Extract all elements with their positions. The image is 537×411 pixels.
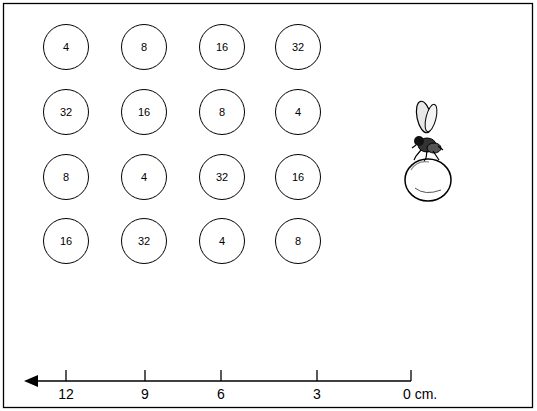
ruler-axis [24, 370, 411, 387]
axis-label: 12 [58, 386, 74, 402]
circle-number: 4 [219, 235, 225, 247]
number-circle: 8 [275, 218, 321, 264]
circle-number: 16 [292, 171, 304, 183]
axis-label: 0 cm. [403, 386, 437, 402]
frame [4, 4, 533, 408]
circle-number: 8 [295, 235, 301, 247]
circle-number: 32 [292, 41, 304, 53]
number-circle: 8 [43, 154, 89, 200]
fly-on-ball [405, 100, 451, 201]
number-circle: 16 [121, 89, 167, 135]
circle-number: 8 [141, 41, 147, 53]
circle-number: 32 [138, 235, 150, 247]
number-circle: 16 [43, 218, 89, 264]
number-circle: 32 [199, 154, 245, 200]
axis-label: 9 [141, 386, 149, 402]
circle-number: 16 [138, 106, 150, 118]
number-circle: 4 [121, 154, 167, 200]
circle-number: 8 [219, 106, 225, 118]
circle-number: 4 [295, 106, 301, 118]
number-circle: 8 [121, 24, 167, 70]
circle-number: 32 [216, 171, 228, 183]
number-circle: 16 [199, 24, 245, 70]
circle-number: 4 [141, 171, 147, 183]
circle-number: 32 [60, 106, 72, 118]
circle-number: 8 [63, 171, 69, 183]
number-circle: 4 [275, 89, 321, 135]
circle-number: 16 [216, 41, 228, 53]
number-circle: 32 [275, 24, 321, 70]
axis-label: 6 [217, 386, 225, 402]
axis-label: 3 [313, 386, 321, 402]
circle-number: 4 [63, 41, 69, 53]
number-circle: 4 [199, 218, 245, 264]
circle-number: 16 [60, 235, 72, 247]
number-circle: 32 [121, 218, 167, 264]
number-circle: 8 [199, 89, 245, 135]
number-circle: 16 [275, 154, 321, 200]
number-circle: 4 [43, 24, 89, 70]
number-circle: 32 [43, 89, 89, 135]
